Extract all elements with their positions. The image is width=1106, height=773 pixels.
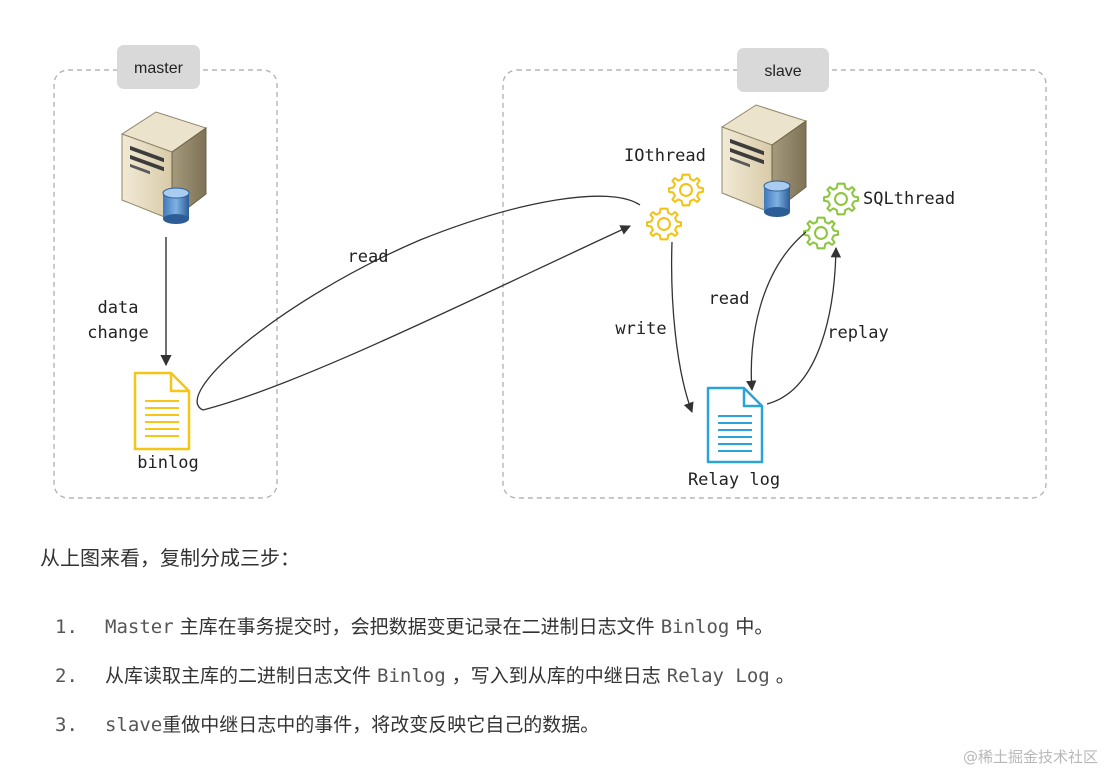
step-text: ，写入到从库的中继日志	[445, 665, 667, 687]
slave-tag	[737, 48, 829, 92]
step-number: 2.	[55, 665, 78, 687]
slave-tag-label: slave	[764, 63, 801, 80]
write-arrow	[670, 241, 694, 413]
master-tag-label: master	[134, 60, 184, 77]
step-code: Binlog	[660, 616, 730, 638]
binlog-label: binlog	[137, 453, 198, 473]
step-code: slave	[105, 714, 163, 736]
step-text: 主库在事务提交时，会把数据变更记录在二进制日志文件	[173, 616, 661, 638]
iothread-gear-icon	[645, 173, 705, 241]
step-code: Relay Log	[666, 665, 770, 687]
relaylog-label: Relay log	[688, 470, 780, 490]
slave-container	[502, 69, 1047, 499]
step-code: Binlog	[377, 665, 446, 687]
read-arrow	[202, 225, 631, 411]
explanation-section: 从上图来看，复制分成三步： 1. Master 主库在事务提交时，会把数据变更记录…	[0, 520, 1106, 773]
sqlthread-gear-icon	[802, 182, 860, 250]
binlog-document-icon	[133, 371, 191, 451]
relaylog-document-icon	[706, 386, 764, 464]
step-number: 1.	[55, 616, 78, 638]
slave-database-icon	[763, 180, 791, 218]
master-database-icon	[162, 187, 190, 225]
sqlthread-label: SQLthread	[863, 189, 955, 209]
write-label: write	[615, 319, 666, 339]
read-loop-curve	[196, 195, 641, 411]
read-label: read	[348, 247, 389, 267]
replay-arrow	[766, 246, 842, 405]
replication-diagram: master slave data change binlog read IO	[53, 45, 1047, 499]
step-code: Master	[105, 616, 174, 638]
slave-read-label: read	[709, 289, 750, 309]
data-change-label-line2: change	[87, 323, 148, 343]
step-3: 3. slave重做中继日志中的事件，将改变反映它自己的数据。	[55, 710, 599, 737]
master-tag	[117, 45, 200, 89]
master-container	[53, 69, 278, 499]
replay-label: replay	[827, 323, 888, 343]
slave-read-arrow	[746, 231, 807, 392]
step-text: 重做中继日志中的事件，将改变反映它自己的数据。	[162, 714, 600, 736]
step-text: 从库读取主库的二进制日志文件	[105, 665, 378, 687]
step-1: 1. Master 主库在事务提交时，会把数据变更记录在二进制日志文件 Binlo…	[55, 612, 773, 639]
data-change-label-line1: data	[98, 298, 139, 318]
iothread-label: IOthread	[624, 146, 706, 166]
intro-text: 从上图来看，复制分成三步：	[40, 546, 300, 570]
step-text: 。	[769, 665, 795, 687]
step-2: 2. 从库读取主库的二进制日志文件 Binlog ，写入到从库的中继日志 Rela…	[55, 661, 795, 688]
step-number: 3.	[55, 714, 78, 736]
watermark: @稀土掘金技术社区	[962, 748, 1098, 766]
step-text: 中。	[729, 616, 774, 638]
